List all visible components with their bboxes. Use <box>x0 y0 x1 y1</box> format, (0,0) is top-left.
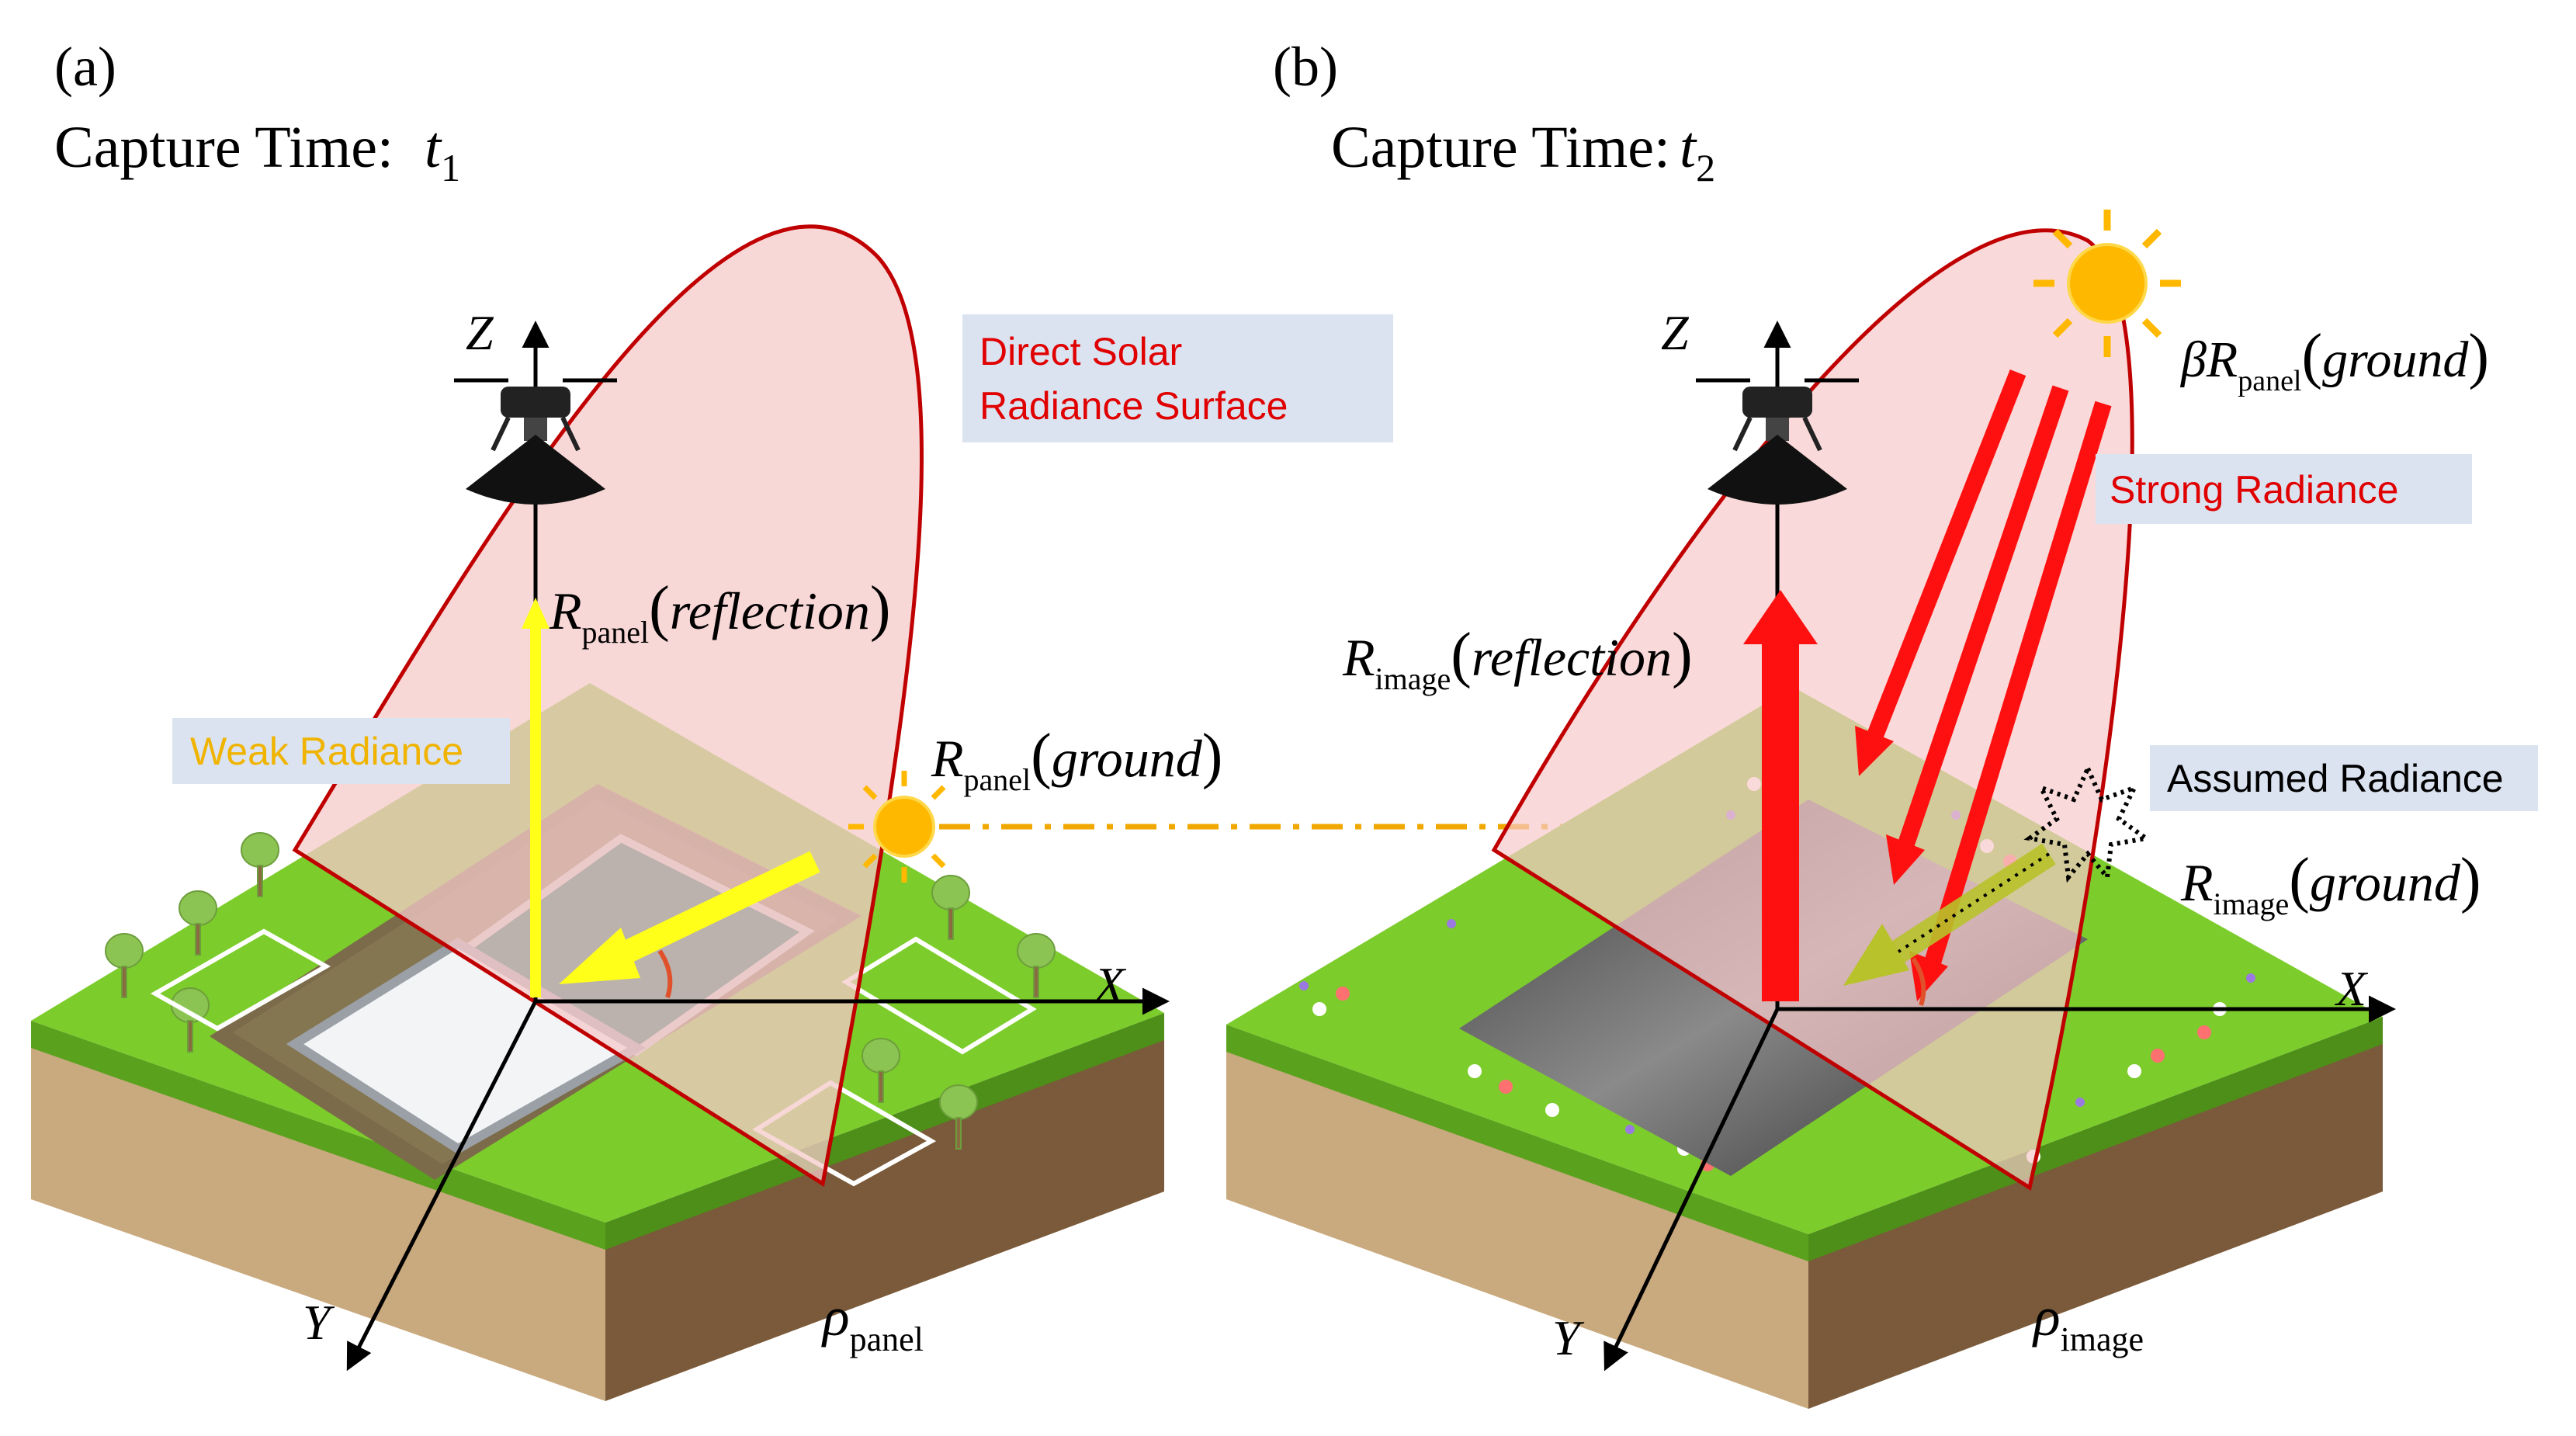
assumed-sun-icon <box>2023 762 2152 883</box>
sun-icon-b <box>2033 210 2181 357</box>
trees-decoration <box>105 832 1056 1150</box>
assumed-arrow <box>1843 843 2056 1006</box>
panel-a-label: (a) <box>54 36 116 98</box>
axis-x-label-a: X <box>1092 957 1127 1012</box>
surface-label-box <box>962 314 1393 442</box>
r-panel-reflection: Rpanel(reflection) <box>549 574 891 650</box>
incoming-red-arrowheads <box>1855 726 1948 1001</box>
r-panel-ground: Rpanel(ground) <box>931 722 1222 797</box>
strong-label: Strong Radiance <box>2110 468 2398 512</box>
surface-label-line2: Radiance Surface <box>979 384 1288 428</box>
assumed-label: Assumed Radiance <box>2167 757 2504 800</box>
incoming-red-arrows <box>1866 369 2112 966</box>
panel-a: Z X Y <box>31 36 2018 1401</box>
surface-label-line1: Direct Solar <box>979 330 1182 373</box>
beta-r-panel-ground: βRpanel(ground) <box>2179 322 2489 397</box>
panel-b-label: (b) <box>1273 36 1338 98</box>
sensor-fov-a <box>466 435 605 505</box>
incoming-arrow-a <box>559 851 820 998</box>
weak-label: Weak Radiance <box>190 730 463 773</box>
capture-time-b: Capture Time:t2 <box>1331 115 1715 189</box>
drone-icon-a <box>454 378 617 452</box>
rho-image: ρimage <box>2032 1285 2144 1358</box>
r-image-reflection: Rimage(reflection) <box>1342 621 1693 696</box>
strong-reflection-arrow <box>1743 590 1818 1001</box>
panel-b: Z X Y <box>1226 36 2538 1409</box>
capture-time-a: Capture Time:t1 <box>54 115 460 189</box>
axis-z-label-b: Z <box>1661 305 1690 360</box>
assumed-label-box <box>2150 745 2538 811</box>
rho-panel: ρpanel <box>821 1285 924 1358</box>
weak-label-box <box>172 718 510 784</box>
r-image-ground: Rimage(ground) <box>2180 846 2481 921</box>
drone-icon-b <box>1696 378 1859 452</box>
weak-reflection-arrow <box>522 598 550 997</box>
axis-y-label-a: Y <box>303 1295 335 1350</box>
axis-x-label-b: X <box>2334 961 2369 1016</box>
sensor-fov-b <box>1708 435 1847 505</box>
axis-z-label-a: Z <box>466 305 494 360</box>
axis-y-label-b: Y <box>1552 1310 1585 1365</box>
strong-label-box <box>2096 454 2472 524</box>
